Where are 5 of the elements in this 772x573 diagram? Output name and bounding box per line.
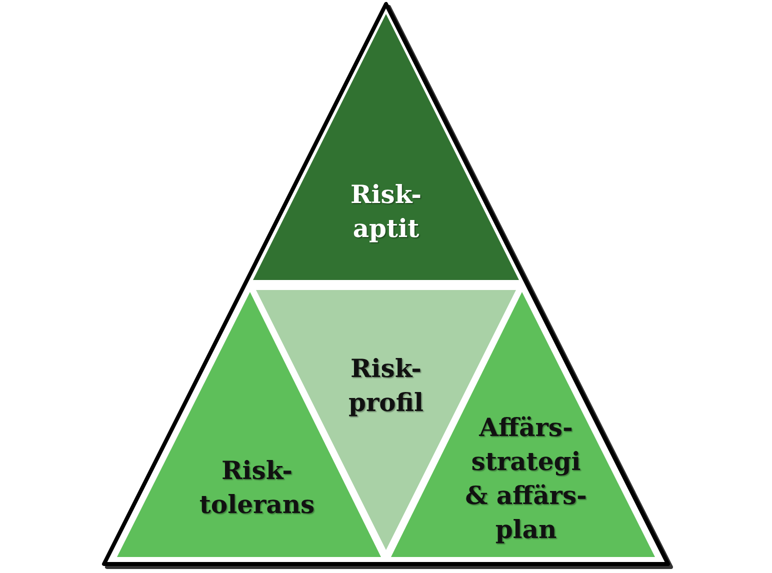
segment-label: Risk- profil [348, 353, 424, 419]
segment-label: Risk- tolerans [198, 455, 316, 521]
triangle-segment [253, 14, 519, 280]
segment-label: Affärs- strategi & affärs- plan [464, 412, 588, 546]
segment-label: Risk- aptit [349, 179, 423, 245]
